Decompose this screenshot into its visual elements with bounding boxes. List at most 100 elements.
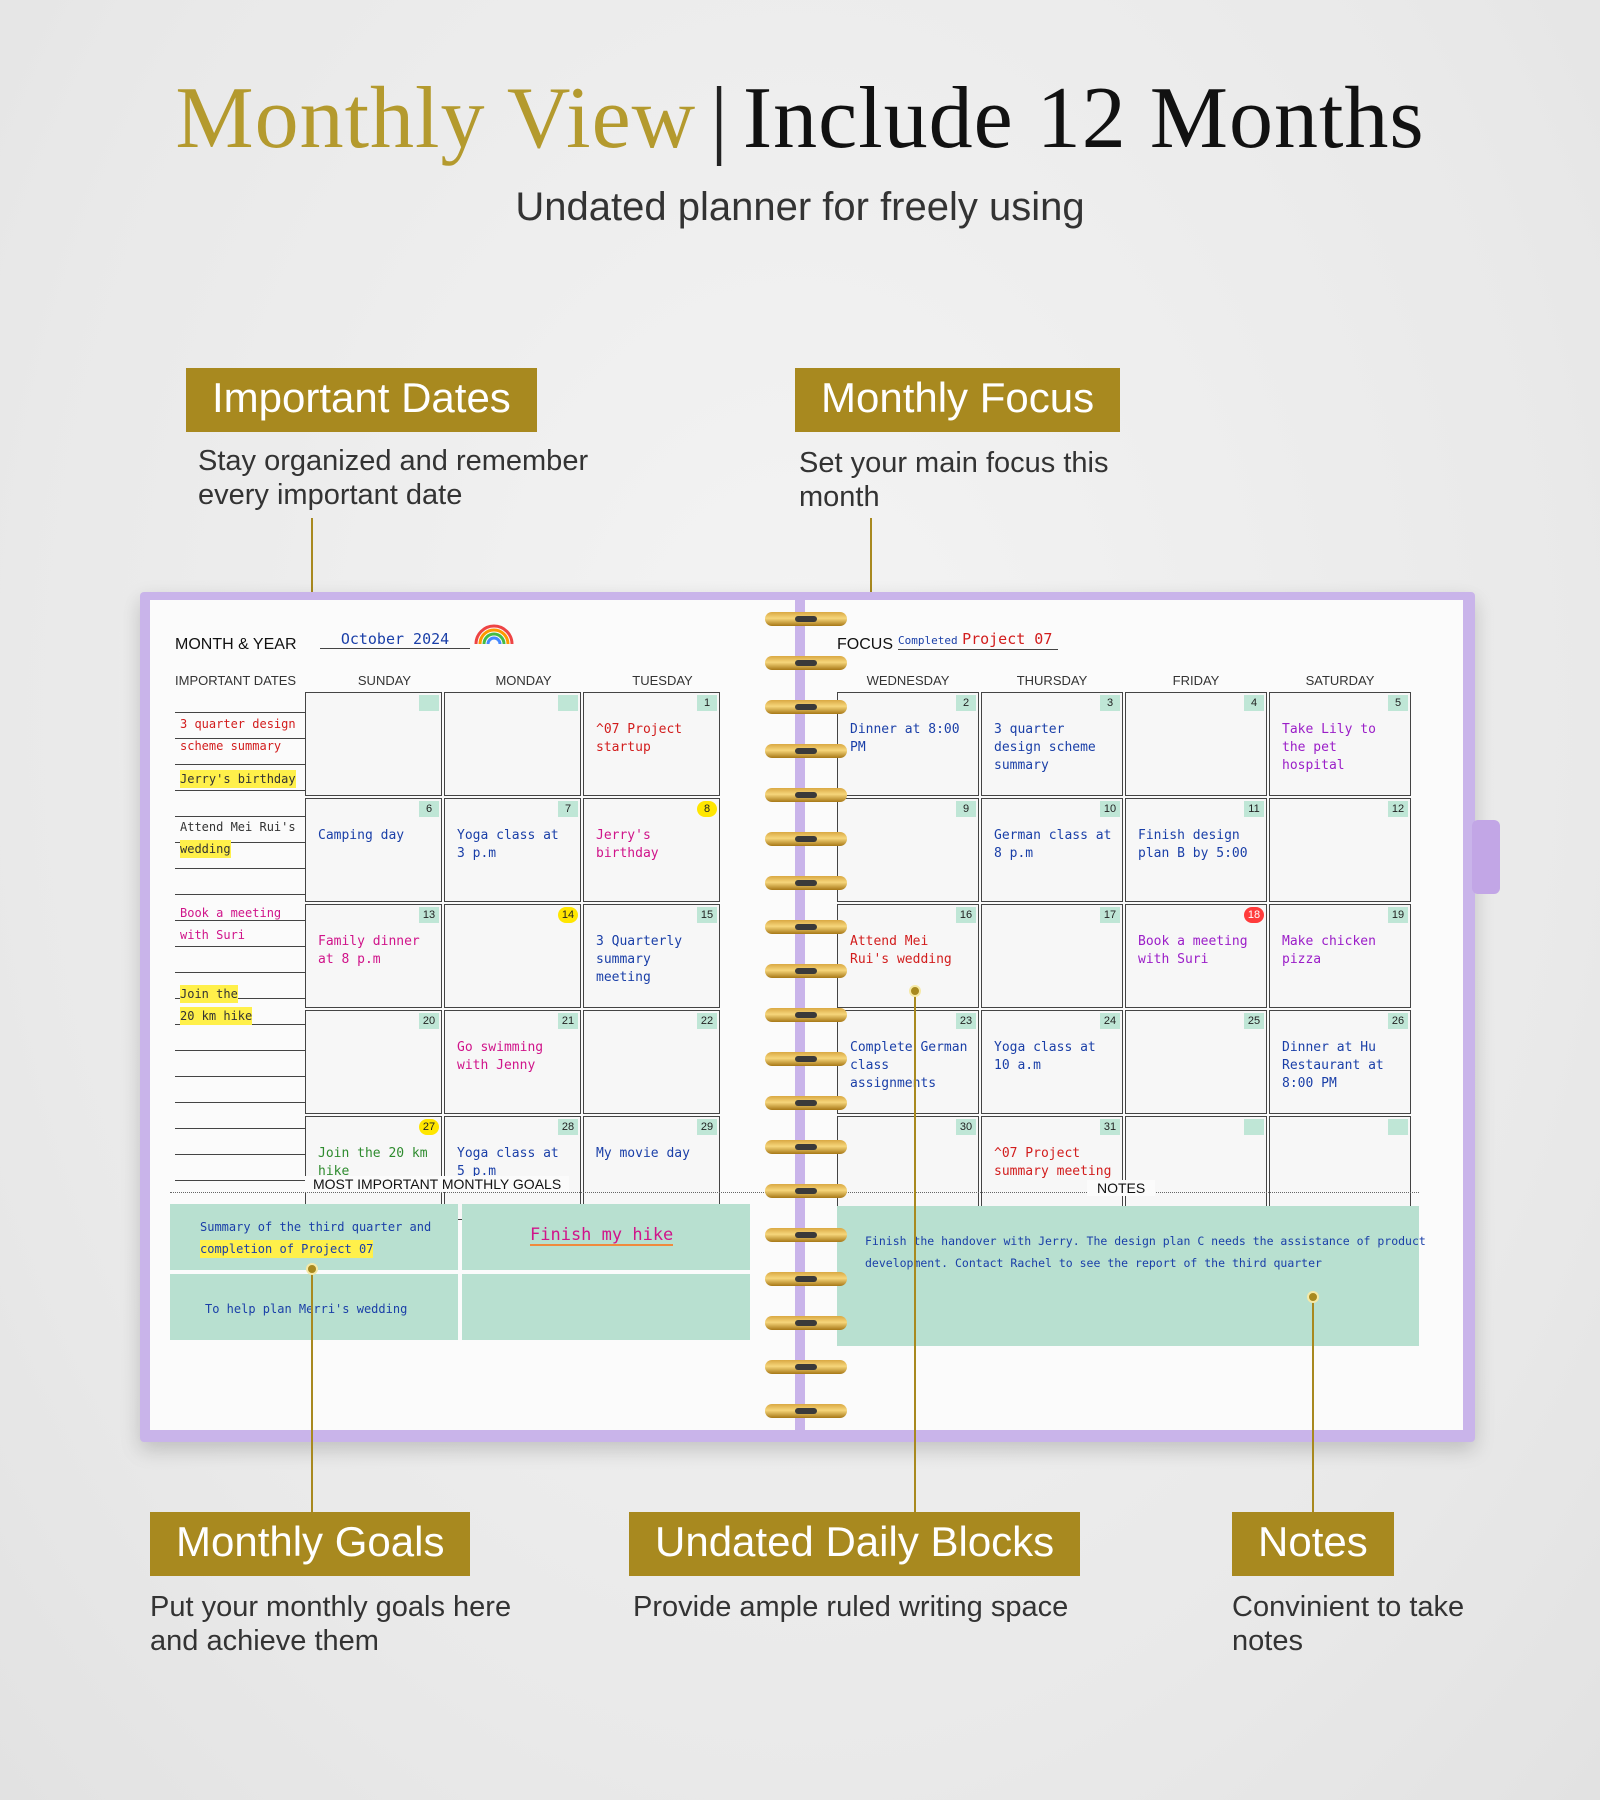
spiral-binding: [765, 612, 847, 1432]
day-number: 10: [1100, 801, 1120, 817]
spiral-ring: [765, 612, 847, 626]
focus-label: FOCUS: [837, 636, 893, 653]
day-number: 6: [419, 801, 439, 817]
spiral-ring: [765, 1008, 847, 1022]
day-cell[interactable]: 25: [1125, 1010, 1267, 1114]
elastic-band: [1472, 820, 1500, 894]
ruled-line: [175, 998, 311, 999]
day-cell[interactable]: 9: [837, 798, 979, 902]
spiral-ring: [765, 1360, 847, 1374]
day-number: 15: [697, 907, 717, 923]
monthly-focus-desc-line1: Set your main focus this: [799, 447, 1109, 479]
goal-box-3[interactable]: [170, 1274, 458, 1340]
page-title: Monthly View|Include 12 Months: [0, 68, 1600, 169]
day-cell[interactable]: 12: [1269, 798, 1411, 902]
day-number: 13: [419, 907, 439, 923]
goal-box-1[interactable]: [170, 1204, 458, 1270]
title-gold: Monthly View: [175, 70, 697, 167]
notes-text-line1: Finish the handover with Jerry. The desi…: [865, 1234, 1426, 1248]
day-cell[interactable]: [305, 692, 442, 796]
day-number: 3: [1100, 695, 1120, 711]
important-dates-header: IMPORTANT DATES: [175, 673, 297, 688]
rainbow-icon: [474, 624, 514, 645]
goal-box-4[interactable]: [462, 1274, 750, 1340]
ruled-line: [175, 894, 311, 895]
day-cell[interactable]: [1125, 1116, 1267, 1220]
focus-value: Project 07: [962, 630, 1053, 648]
goal-text-4: To help plan Merri's wedding: [205, 1302, 408, 1316]
date-entry-8: Join the: [180, 985, 238, 1003]
daily-blocks-connector: [914, 990, 916, 1514]
day-note: Yoga class at 3 p.m: [457, 828, 559, 861]
day-header: FRIDAY: [1172, 673, 1220, 688]
day-note: Yoga class at 5 p.m: [457, 1146, 559, 1179]
monthly-goals-dot: [306, 1263, 318, 1275]
day-cell[interactable]: 1^07 Project startup: [583, 692, 720, 796]
day-number: 12: [1388, 801, 1408, 817]
ruled-line: [175, 972, 311, 973]
notes-dot: [1307, 1291, 1319, 1303]
day-note: Family dinner at 8 p.m: [318, 934, 420, 967]
day-cell[interactable]: [1269, 1116, 1411, 1220]
notes-tag: Notes: [1232, 1512, 1394, 1576]
date-entry-9: 20 km hike: [180, 1007, 253, 1025]
spiral-ring: [765, 1184, 847, 1198]
day-number: 17: [1100, 907, 1120, 923]
day-cell[interactable]: 20: [305, 1010, 442, 1114]
notes-box[interactable]: [837, 1206, 1419, 1346]
day-note: Attend Mei Rui's wedding: [850, 934, 952, 967]
day-number: 22: [697, 1013, 717, 1029]
month-year-value[interactable]: October 2024: [320, 630, 470, 649]
ruled-line: [175, 1128, 311, 1129]
day-cell[interactable]: 17: [981, 904, 1123, 1008]
goal-box-2[interactable]: [462, 1204, 750, 1270]
day-cell[interactable]: 31^07 Project summary meeting: [981, 1116, 1123, 1220]
day-cell[interactable]: 4: [1125, 692, 1267, 796]
monthly-goals-connector: [311, 1268, 313, 1514]
ruled-line: [175, 1076, 311, 1077]
important-dates-tag: Important Dates: [186, 368, 537, 432]
ruled-line: [175, 842, 311, 843]
day-cell[interactable]: [444, 692, 581, 796]
monthly-focus-desc: Set your main focus this month: [799, 446, 1108, 514]
day-cell[interactable]: 14: [444, 904, 581, 1008]
day-cell[interactable]: 30: [837, 1116, 979, 1220]
day-note: Dinner at 8:00 PM: [850, 722, 960, 755]
ruled-line: [175, 816, 311, 817]
focus-field[interactable]: Completed Project 07: [898, 630, 1058, 650]
notes-desc: Convinient to take notes: [1232, 1590, 1464, 1658]
day-cell[interactable]: 22: [583, 1010, 720, 1114]
spiral-ring: [765, 700, 847, 714]
ruled-line: [175, 1154, 311, 1155]
day-header: WEDNESDAY: [866, 673, 950, 688]
day-number: 5: [1388, 695, 1408, 711]
date-entry-4: Attend Mei Rui's: [180, 820, 296, 834]
ruled-line: [175, 764, 311, 765]
monthly-goals-desc-line2: and achieve them: [150, 1625, 379, 1657]
day-header: SATURDAY: [1305, 673, 1375, 688]
ruled-line: [175, 1180, 311, 1181]
spiral-ring: [765, 832, 847, 846]
day-note: Take Lily to the pet hospital: [1282, 722, 1376, 773]
